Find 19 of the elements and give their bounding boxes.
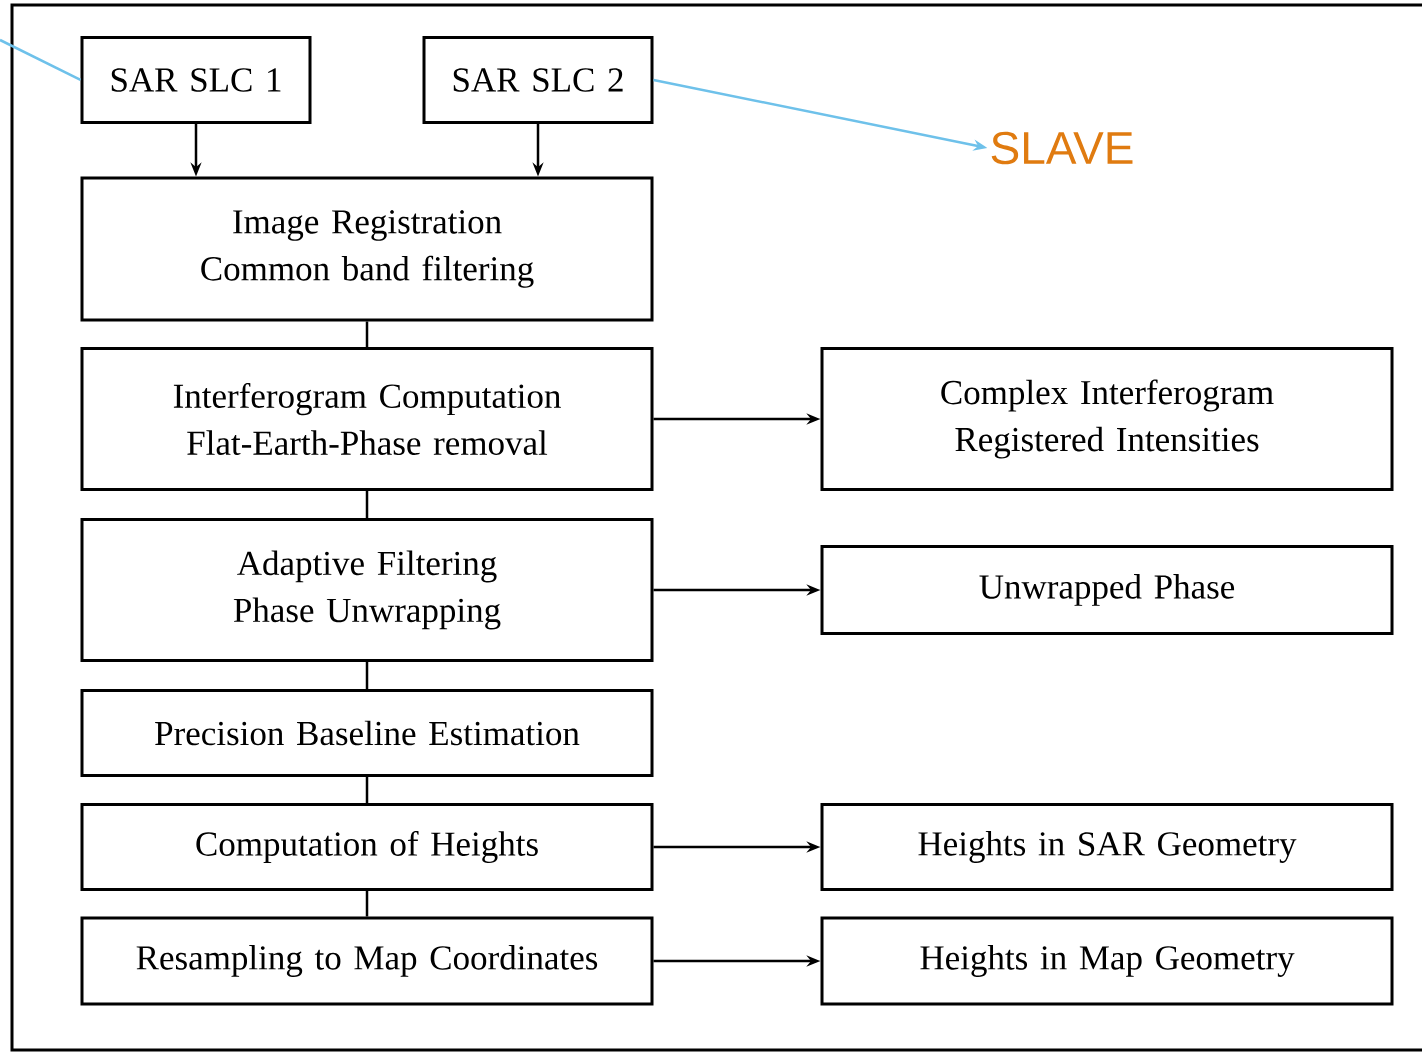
connector-line [0, 38, 82, 82]
process-box: Complex Interferogram Registered Intensities [820, 347, 1394, 491]
output-label: SLAVE [991, 131, 1133, 165]
connector-line [365, 491, 369, 518]
process-box: Heights in SAR Geometry [820, 803, 1394, 891]
connector-line [365, 891, 369, 917]
process-box: Adaptive Filtering Phase Unwrapping [80, 518, 654, 662]
connector-line [365, 777, 369, 803]
process-box: SAR SLC 1 [80, 36, 312, 124]
process-box: Interferogram Computation Flat-Earth-Phase removal [80, 347, 654, 491]
process-box: Computation of Heights [80, 803, 654, 891]
process-box: Resampling to Map Coordinates [80, 916, 654, 1006]
process-box: Unwrapped Phase [820, 545, 1394, 635]
process-box: Image Registration Common band filtering [80, 176, 654, 322]
process-box: Precision Baseline Estimation [80, 689, 654, 777]
process-box: SAR SLC 2 [422, 36, 654, 124]
connector-line [365, 662, 369, 689]
connector-line [365, 321, 369, 347]
process-box: Heights in Map Geometry [820, 916, 1394, 1006]
